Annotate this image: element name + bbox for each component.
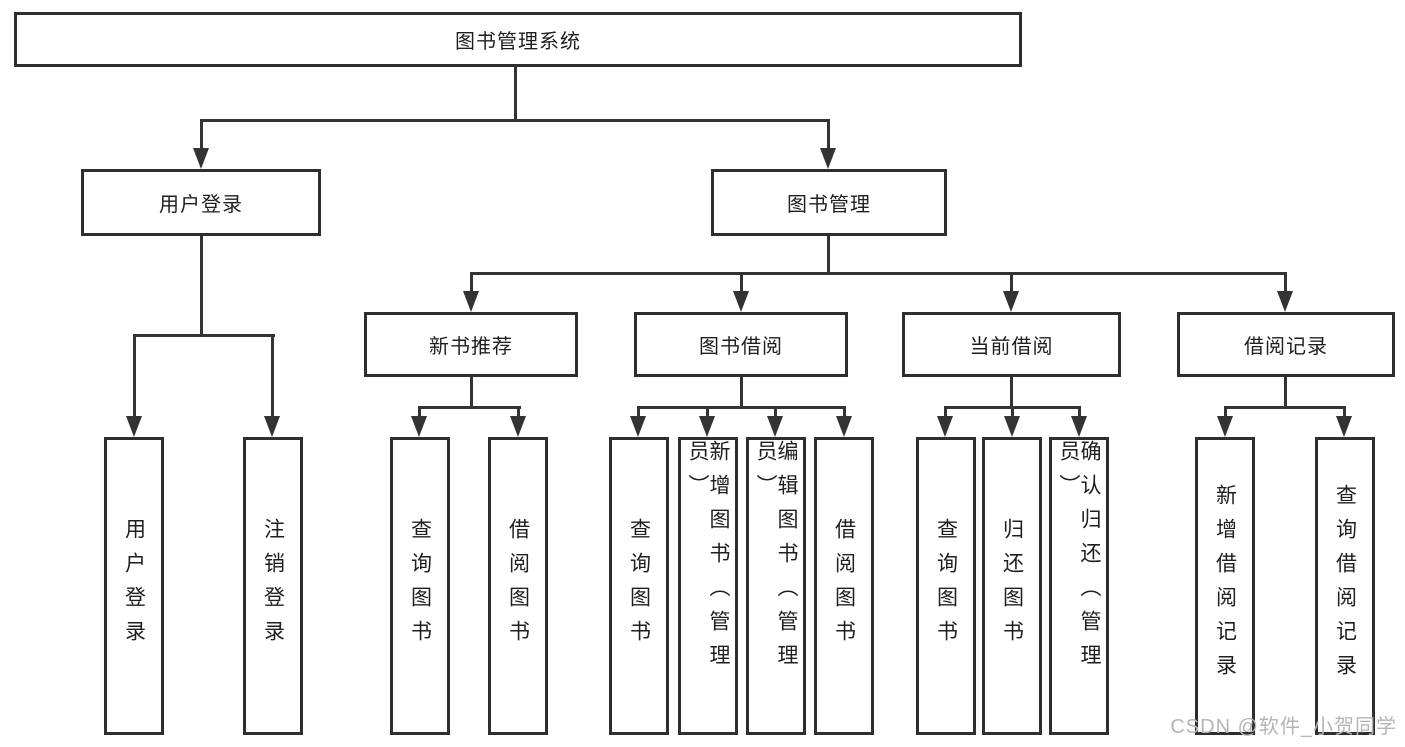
node-return-books: 归还图书 (982, 437, 1042, 735)
node-query-borrow-record: 查询借阅记录 (1315, 437, 1375, 735)
node-label: 借阅记录 (1244, 336, 1328, 358)
node-label: 查询图书 (627, 518, 651, 654)
node-label: 归还图书 (1000, 518, 1024, 654)
arrow-down-icon (937, 406, 953, 437)
arrow-down-icon (510, 406, 526, 437)
node-label: 借阅图书 (506, 518, 530, 654)
node-label: 查询图书 (934, 518, 958, 654)
arrow-down-icon (1071, 406, 1087, 437)
node-user-login: 用户登录 (81, 169, 321, 236)
arrow-down-icon (1336, 406, 1352, 437)
connector-line (1284, 377, 1287, 408)
node-edit-book-admin: 编辑图书（管理员） (746, 437, 806, 735)
connector-line (637, 406, 846, 409)
node-label: 当前借阅 (969, 336, 1054, 358)
arrow-down-icon (820, 119, 836, 169)
arrow-down-icon (1277, 272, 1293, 312)
node-label: 查询图书 (408, 518, 432, 654)
arrow-down-icon (463, 272, 479, 312)
arrow-down-icon (1004, 406, 1020, 437)
connector-line (1224, 406, 1346, 409)
arrow-down-icon (1003, 272, 1019, 312)
arrow-down-icon (767, 406, 783, 437)
node-logout: 注销登录 (243, 437, 303, 735)
node-label: 确认归还（管理员） (1057, 440, 1101, 678)
connector-line (200, 119, 830, 122)
node-label: 用户登录 (159, 194, 243, 216)
node-borrowing-records: 借阅记录 (1177, 312, 1395, 377)
arrow-down-icon (126, 334, 142, 437)
node-library-management-system: 图书管理系统 (14, 12, 1022, 67)
arrow-down-icon (1217, 406, 1233, 437)
connector-line (200, 236, 203, 335)
node-confirm-return-admin: 确认归还（管理员） (1049, 437, 1109, 735)
node-add-borrow-record: 新增借阅记录 (1195, 437, 1255, 735)
node-label: 图书管理 (787, 194, 871, 216)
arrow-down-icon (699, 406, 715, 437)
connector-line (133, 334, 275, 337)
connector-line (740, 377, 743, 408)
node-query-books-current: 查询图书 (916, 437, 976, 735)
node-label: 编辑图书（管理员） (754, 440, 798, 678)
node-label: 图书借阅 (699, 336, 783, 358)
node-label: 用户登录 (122, 518, 146, 654)
node-query-books-recommend: 查询图书 (390, 437, 450, 735)
connector-line (827, 236, 830, 274)
watermark-text: CSDN @软件_小贺同学 (1170, 716, 1397, 738)
node-label: 图书管理系统 (455, 31, 581, 53)
arrow-down-icon (733, 272, 749, 312)
node-new-book-recommendation: 新书推荐 (364, 312, 578, 377)
connector-line (470, 377, 473, 408)
node-label: 查询借阅记录 (1333, 484, 1357, 688)
node-borrow-books-recommend: 借阅图书 (488, 437, 548, 735)
connector-line (418, 406, 521, 409)
node-book-management: 图书管理 (711, 169, 947, 236)
arrow-down-icon (193, 119, 209, 169)
connector-line (514, 67, 517, 119)
arrow-down-icon (411, 406, 427, 437)
node-add-book-admin: 新增图书（管理员） (678, 437, 738, 735)
node-label: 新增借阅记录 (1213, 484, 1237, 688)
arrow-down-icon (836, 406, 852, 437)
node-current-borrowing: 当前借阅 (902, 312, 1121, 377)
node-label: 新增图书（管理员） (686, 440, 730, 678)
connector-line (1010, 377, 1013, 408)
node-label: 注销登录 (261, 518, 285, 654)
node-book-borrowing: 图书借阅 (634, 312, 848, 377)
arrow-down-icon (264, 334, 280, 437)
node-label: 新书推荐 (429, 336, 513, 358)
node-query-books-borrow: 查询图书 (609, 437, 669, 735)
arrow-down-icon (630, 406, 646, 437)
node-label: 借阅图书 (832, 518, 856, 654)
node-user-login-leaf: 用户登录 (104, 437, 164, 735)
connector-line (470, 272, 1286, 275)
node-borrow-books: 借阅图书 (814, 437, 874, 735)
